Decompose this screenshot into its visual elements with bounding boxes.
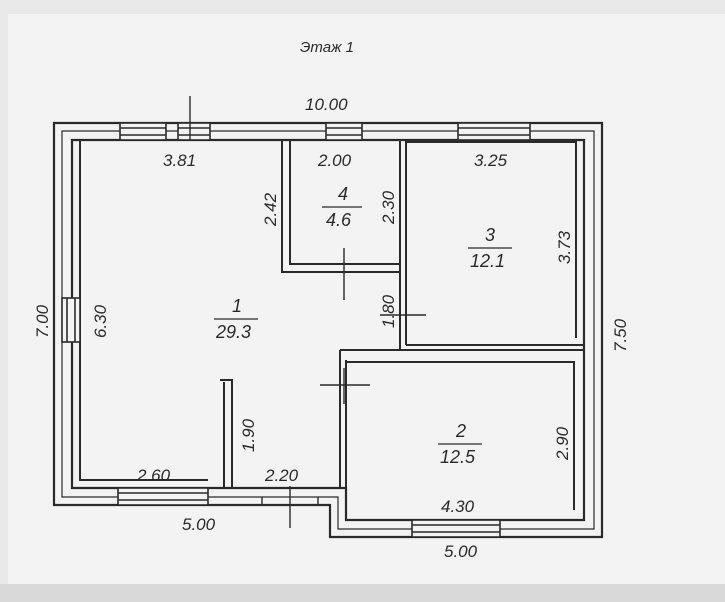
window-bottom-left bbox=[117, 487, 209, 506]
room-4-area: 4.6 bbox=[326, 210, 352, 230]
room-2-number: 2 bbox=[455, 421, 466, 441]
dim-room4-right: 2.30 bbox=[379, 190, 398, 225]
room1-inner bbox=[79, 140, 208, 481]
dim-overall-left: 7.00 bbox=[33, 304, 52, 338]
room1-partition bbox=[220, 379, 233, 488]
floor-title: Этаж 1 bbox=[300, 39, 354, 56]
room3-inner bbox=[406, 141, 577, 338]
window-top-right bbox=[457, 122, 531, 141]
room2-top-inner bbox=[346, 361, 575, 510]
room-4-number: 4 bbox=[338, 184, 348, 204]
dim-room2-bottom: 4.30 bbox=[441, 497, 475, 516]
dim-overall-top: 10.00 bbox=[305, 95, 348, 114]
room4-wall-inner bbox=[289, 140, 400, 265]
dim-room3-right: 3.73 bbox=[555, 230, 574, 264]
room-4-label: 4 4.6 bbox=[322, 184, 362, 230]
bottom-shadow-strip bbox=[0, 584, 725, 602]
dim-room1-left: 6.30 bbox=[91, 304, 110, 338]
room-3-number: 3 bbox=[485, 225, 495, 245]
dim-bottom-right: 5.00 bbox=[444, 542, 478, 561]
room4-wall bbox=[281, 140, 400, 273]
room-3-area: 12.1 bbox=[470, 251, 505, 271]
outer-wall-outline bbox=[52, 121, 604, 539]
window-top-left-2 bbox=[177, 122, 211, 141]
window-top-mid bbox=[325, 122, 363, 141]
dim-overall-right: 7.50 bbox=[611, 318, 630, 352]
dim-room4-top: 2.00 bbox=[317, 151, 352, 170]
dim-bottom-left: 5.00 bbox=[182, 515, 216, 534]
dim-opening-bottom: 2.20 bbox=[264, 466, 299, 485]
dim-room4-left: 2.42 bbox=[261, 192, 280, 227]
dim-room1-top: 3.81 bbox=[163, 151, 196, 170]
room-3-label: 3 12.1 bbox=[468, 225, 512, 271]
window-top-left bbox=[119, 122, 167, 141]
room-1-label: 1 29.3 bbox=[214, 296, 258, 342]
dim-room2-right: 2.90 bbox=[553, 426, 572, 461]
dim-room1-bottom: 2.60 bbox=[136, 466, 171, 485]
room-1-area: 29.3 bbox=[215, 322, 251, 342]
dim-partition-height: 1.90 bbox=[239, 418, 258, 452]
room-1-number: 1 bbox=[232, 296, 242, 316]
dim-room3-top: 3.25 bbox=[474, 151, 508, 170]
room-2-label: 2 12.5 bbox=[438, 421, 482, 467]
door-marks bbox=[189, 96, 426, 528]
dim-corridor-width: 1.80 bbox=[379, 294, 398, 328]
paper-sheet bbox=[8, 14, 725, 584]
outer-wall-mid-line bbox=[61, 130, 595, 530]
interior-walls bbox=[79, 140, 584, 520]
window-left bbox=[61, 297, 81, 343]
windows bbox=[61, 122, 531, 538]
room-2-area: 12.5 bbox=[440, 447, 476, 467]
window-bottom-right bbox=[411, 519, 501, 538]
